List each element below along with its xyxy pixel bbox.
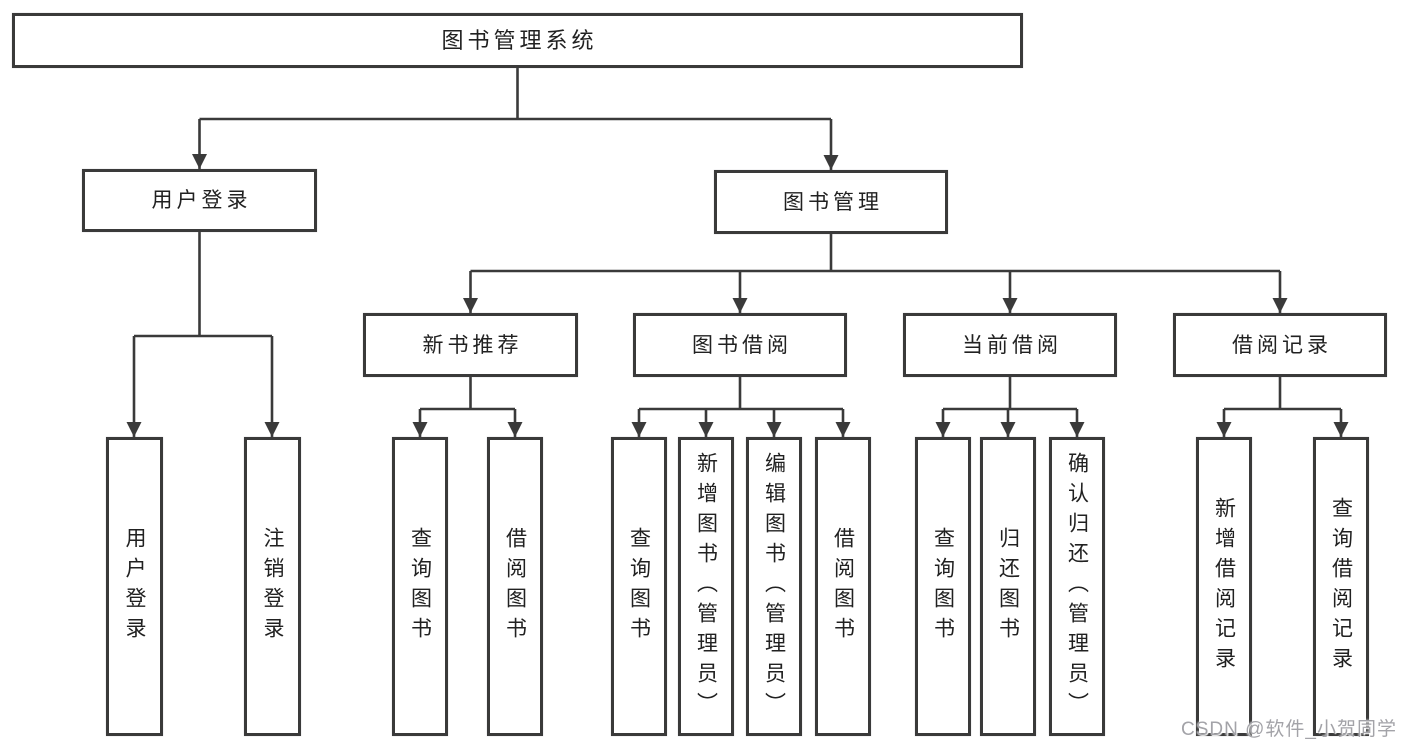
leaf-edit-book-admin: 编辑图书（管理员） xyxy=(746,437,802,736)
leaf-query-book-borrowing: 查询图书 xyxy=(611,437,667,736)
leaf-confirm-return-admin-label: 确认归还（管理员） xyxy=(1065,451,1089,722)
node-book-management: 图书管理 xyxy=(714,170,948,234)
leaf-query-book-recommend-label: 查询图书 xyxy=(408,526,432,647)
leaf-query-book-current: 查询图书 xyxy=(915,437,971,736)
leaf-query-book-current-label: 查询图书 xyxy=(931,526,955,647)
leaf-borrow-book-borrowing: 借阅图书 xyxy=(815,437,871,736)
leaf-query-borrow-record: 查询借阅记录 xyxy=(1313,437,1369,736)
leaf-return-book-label: 归还图书 xyxy=(996,526,1020,647)
leaf-borrow-book-recommend-label: 借阅图书 xyxy=(503,526,527,647)
leaf-confirm-return-admin: 确认归还（管理员） xyxy=(1049,437,1105,736)
leaf-query-book-borrowing-label: 查询图书 xyxy=(627,526,651,647)
node-book-management-label: 图书管理 xyxy=(783,190,883,214)
node-new-book-recommend: 新书推荐 xyxy=(363,313,578,377)
node-root-system-label: 图书管理系统 xyxy=(441,27,598,53)
leaf-add-book-admin-label: 新增图书（管理员） xyxy=(694,451,718,722)
leaf-user-login: 用户登录 xyxy=(106,437,163,736)
leaf-add-borrow-record-label: 新增借阅记录 xyxy=(1212,496,1236,677)
leaf-borrow-book-recommend: 借阅图书 xyxy=(487,437,543,736)
csdn-watermark: CSDN @软件_小贺同学 xyxy=(1181,719,1397,740)
node-current-borrowing-label: 当前借阅 xyxy=(962,333,1062,357)
leaf-query-borrow-record-label: 查询借阅记录 xyxy=(1329,496,1353,677)
node-current-borrowing: 当前借阅 xyxy=(903,313,1117,377)
leaf-user-login-label: 用户登录 xyxy=(123,526,146,647)
leaf-borrow-book-borrowing-label: 借阅图书 xyxy=(831,526,855,647)
leaf-logout: 注销登录 xyxy=(244,437,301,736)
leaf-return-book: 归还图书 xyxy=(980,437,1036,736)
leaf-edit-book-admin-label: 编辑图书（管理员） xyxy=(762,451,786,722)
node-book-borrowing-label: 图书借阅 xyxy=(692,333,792,357)
node-user-login: 用户登录 xyxy=(82,169,317,232)
node-user-login-label: 用户登录 xyxy=(151,189,252,212)
node-borrowing-records: 借阅记录 xyxy=(1173,313,1387,377)
leaf-add-book-admin: 新增图书（管理员） xyxy=(678,437,734,736)
node-borrowing-records-label: 借阅记录 xyxy=(1232,333,1332,357)
connector-arrows xyxy=(126,68,1349,437)
leaf-add-borrow-record: 新增借阅记录 xyxy=(1196,437,1252,736)
node-root-system: 图书管理系统 xyxy=(12,13,1023,68)
leaf-query-book-recommend: 查询图书 xyxy=(392,437,448,736)
node-book-borrowing: 图书借阅 xyxy=(633,313,847,377)
node-new-book-recommend-label: 新书推荐 xyxy=(422,333,523,357)
leaf-logout-label: 注销登录 xyxy=(261,526,284,647)
